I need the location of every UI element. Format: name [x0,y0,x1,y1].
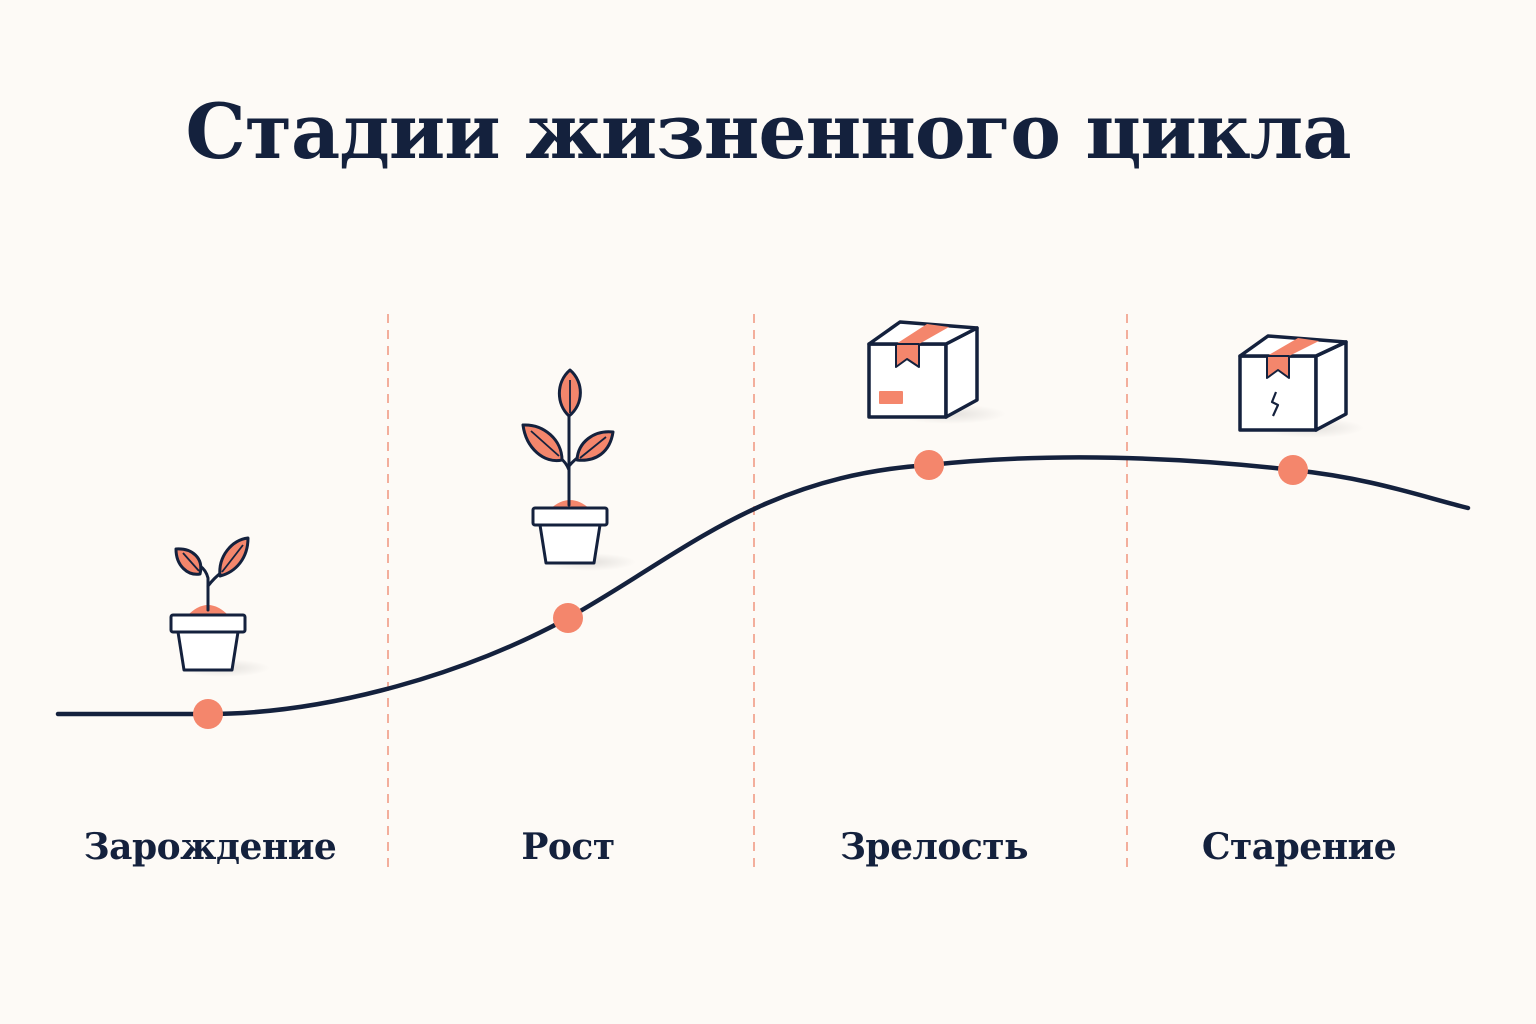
box-icon [867,320,1006,424]
stage-label-intro: Зарождение [83,826,337,868]
stage-label-decline: Старение [1201,826,1397,868]
stage-marker-decline [1278,455,1308,485]
stage-markers [193,450,1308,729]
sprout-pot-icon [169,536,270,677]
stage-label-maturity: Зрелость [839,826,1029,868]
stage-dividers [387,314,1128,870]
lifecycle-curve [55,455,1471,717]
stage-marker-maturity [914,450,944,480]
cracked-box-icon [1238,334,1364,438]
plant-pot-icon [521,368,636,571]
page-title: Стадии жизненного цикла [185,87,1351,176]
stage-label-growth: Рост [521,826,615,868]
stage-marker-growth [553,603,583,633]
stage-marker-intro [193,699,223,729]
crack-mark [1270,391,1280,417]
